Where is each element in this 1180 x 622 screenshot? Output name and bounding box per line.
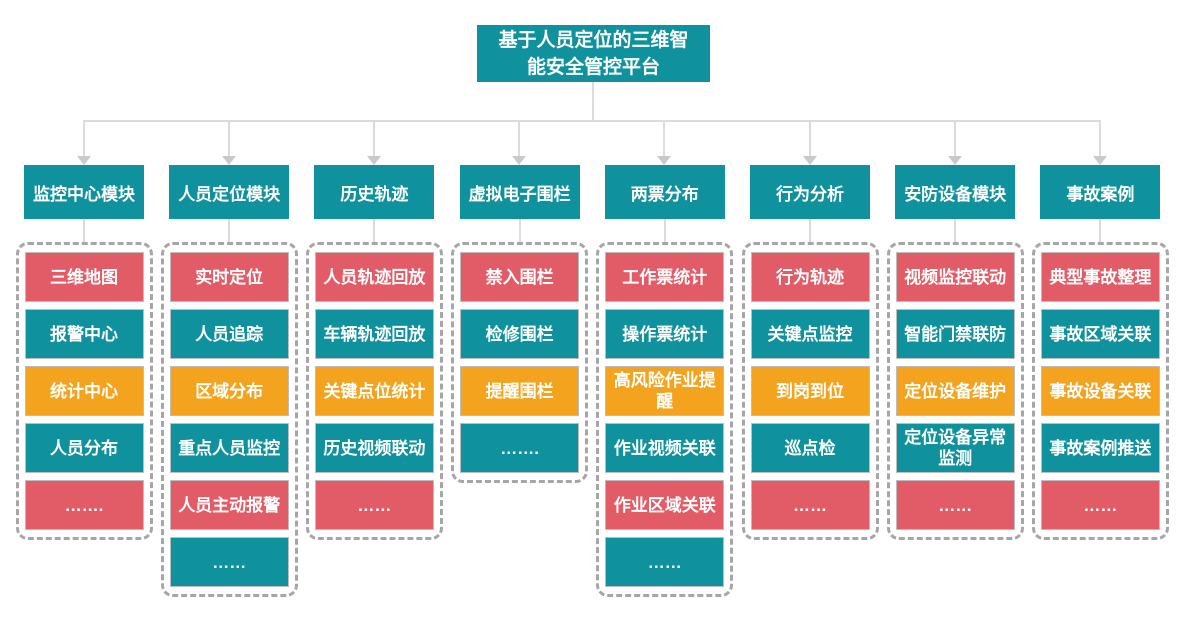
feature-item: 禁入围栏 [460,252,580,302]
header-connector-line [1099,219,1102,242]
feature-item: 统计中心 [24,366,144,416]
feature-item: 操作票统计 [605,309,725,359]
feature-item: 典型事故整理 [1040,252,1160,302]
branch-connector-line [953,120,956,157]
branch-connector-line [82,120,85,157]
feature-item: 实时定位 [169,252,289,302]
feature-item: 关键点监控 [750,309,870,359]
main-connector-line [84,120,1101,122]
feature-item: …… [750,480,870,530]
module-header: 虚拟电子围栏 [459,165,580,219]
header-connector-line [228,219,231,242]
feature-item: 事故区域关联 [1040,309,1160,359]
module-header: 监控中心模块 [24,165,144,219]
arrow-down-icon [76,156,91,165]
module-items-container: 工作票统计操作票统计高风险作业提 醒作业视频关联作业区域关联 …… [596,242,734,597]
feature-item: 高风险作业提 醒 [605,366,725,416]
feature-item: 历史视频联动 [314,423,434,473]
module-items-container: 视频监控联动智能门禁联防定位设备维护定位设备异常 监测 …… [886,242,1024,540]
feature-item: 定位设备异常 监测 [895,423,1015,473]
feature-item: ……. [460,423,580,473]
branch-connector-line [372,120,375,157]
branch-connector-line [1098,120,1101,157]
feature-item: 三维地图 [24,252,144,302]
module-column-1: 监控中心模块三维地图报警中心统计中心人员分布 ……. [15,120,153,540]
module-header: 安防设备模块 [895,165,1016,219]
feature-item: 人员主动报警 [169,480,289,530]
feature-item: …… [895,480,1015,530]
module-column-4: 虚拟电子围栏禁入围栏检修围栏提醒围栏 ……. [451,120,589,483]
feature-item: 重点人员监控 [169,423,289,473]
branch-connector-line [808,120,811,157]
arrow-down-icon [802,156,817,165]
feature-item: 智能门禁联防 [895,309,1015,359]
arrow-down-icon [221,156,236,165]
feature-item: 检修围栏 [460,309,580,359]
arrow-down-icon [657,156,672,165]
module-column-3: 历史轨迹人员轨迹回放车辆轨迹回放关键点位统计历史视频联动 …… [305,120,443,540]
header-connector-line [663,219,666,242]
header-connector-line [83,219,85,242]
feature-item: 作业视频关联 [605,423,725,473]
feature-item: 定位设备维护 [895,366,1015,416]
module-items-container: 禁入围栏检修围栏提醒围栏 ……. [451,242,589,483]
branch-connector-line [663,120,666,157]
arrow-down-icon [512,156,527,165]
feature-item: 人员轨迹回放 [314,252,434,302]
branch-connector-line [518,120,521,157]
feature-item: 事故设备关联 [1040,366,1160,416]
header-connector-line [373,219,376,242]
feature-item: 事故案例推送 [1040,423,1160,473]
arrow-down-icon [1092,156,1107,165]
module-column-5: 两票分布工作票统计操作票统计高风险作业提 醒作业视频关联作业区域关联 …… [596,120,734,597]
feature-item: 工作票统计 [605,252,725,302]
feature-item: 作业区域关联 [605,480,725,530]
root-node: 基于人员定位的三维智 能安全管控平台 [477,25,710,82]
module-items-container: 典型事故整理事故区域关联事故设备关联事故案例推送 …… [1031,242,1169,540]
feature-item: 车辆轨迹回放 [314,309,434,359]
module-items-container: 人员轨迹回放车辆轨迹回放关键点位统计历史视频联动 …… [305,242,443,540]
module-column-6: 行为分析行为轨迹关键点监控到岗到位巡点检 …… [741,120,879,540]
feature-item: …… [605,537,725,587]
header-connector-line [954,219,957,242]
module-items-container: 行为轨迹关键点监控到岗到位巡点检 …… [741,242,879,540]
feature-item: 报警中心 [24,309,144,359]
module-header: 行为分析 [750,165,870,219]
module-header: 两票分布 [604,165,725,219]
feature-item: …… [169,537,289,587]
module-column-8: 事故案例典型事故整理事故区域关联事故设备关联事故案例推送 …… [1031,120,1169,540]
branch-connector-line [227,120,230,157]
feature-item: 行为轨迹 [750,252,870,302]
module-column-2: 人员定位模块实时定位人员追踪区域分布重点人员监控人员主动报警 …… [160,120,298,597]
arrow-down-icon [366,156,381,165]
feature-item: …… [1040,480,1160,530]
module-items-container: 三维地图报警中心统计中心人员分布 ……. [15,242,153,540]
feature-item: 关键点位统计 [314,366,434,416]
feature-item: ……. [24,480,144,530]
module-column-7: 安防设备模块视频监控联动智能门禁联防定位设备维护定位设备异常 监测 …… [886,120,1024,540]
feature-item: …… [314,480,434,530]
arrow-down-icon [947,156,962,165]
feature-item: 人员追踪 [169,309,289,359]
feature-item: 巡点检 [750,423,870,473]
header-connector-line [809,219,811,242]
module-header: 人员定位模块 [169,165,290,219]
module-header: 历史轨迹 [314,165,435,219]
root-connector-line [592,82,594,121]
feature-item: 人员分布 [24,423,144,473]
feature-item: 视频监控联动 [895,252,1015,302]
feature-item: 提醒围栏 [460,366,580,416]
module-header: 事故案例 [1040,165,1161,219]
feature-item: 区域分布 [169,366,289,416]
feature-item: 到岗到位 [750,366,870,416]
header-connector-line [518,219,521,242]
module-items-container: 实时定位人员追踪区域分布重点人员监控人员主动报警 …… [160,242,298,597]
